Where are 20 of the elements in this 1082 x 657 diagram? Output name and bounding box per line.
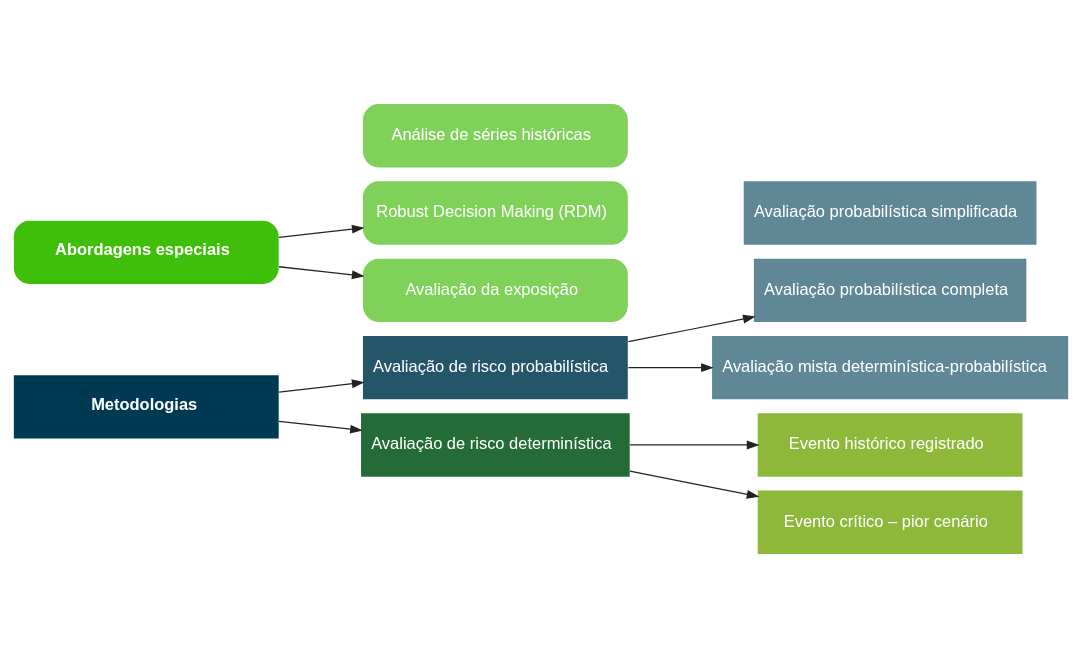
arrow (278, 265, 365, 279)
node-box: Robust Decision Making (RDM) (362, 180, 628, 245)
node-box: Avaliação probabilística completa (753, 258, 1027, 322)
node-box: Abordagens especiais (13, 220, 279, 284)
arrow (627, 362, 714, 372)
node-box: Avaliação probabilística simplificada (743, 180, 1037, 245)
arrow (278, 420, 363, 434)
node-box: Avaliação de risco determinística (361, 412, 630, 477)
arrow (278, 378, 365, 393)
node-box: Avaliação mista determinística-probabilística (712, 335, 1069, 399)
node-box: Evento crítico – pior cenário (757, 490, 1023, 554)
node-box: Metodologias (13, 374, 279, 439)
node-box: Evento histórico registrado (757, 412, 1023, 477)
arrow (627, 314, 756, 342)
arrow (629, 470, 760, 499)
node-box: Avaliação de risco probabilística (362, 335, 628, 399)
arrow (629, 440, 760, 449)
node-box: Análise de séries históricas (362, 103, 628, 167)
node-box: Avaliação da exposição (362, 258, 628, 322)
arrow (278, 224, 365, 238)
